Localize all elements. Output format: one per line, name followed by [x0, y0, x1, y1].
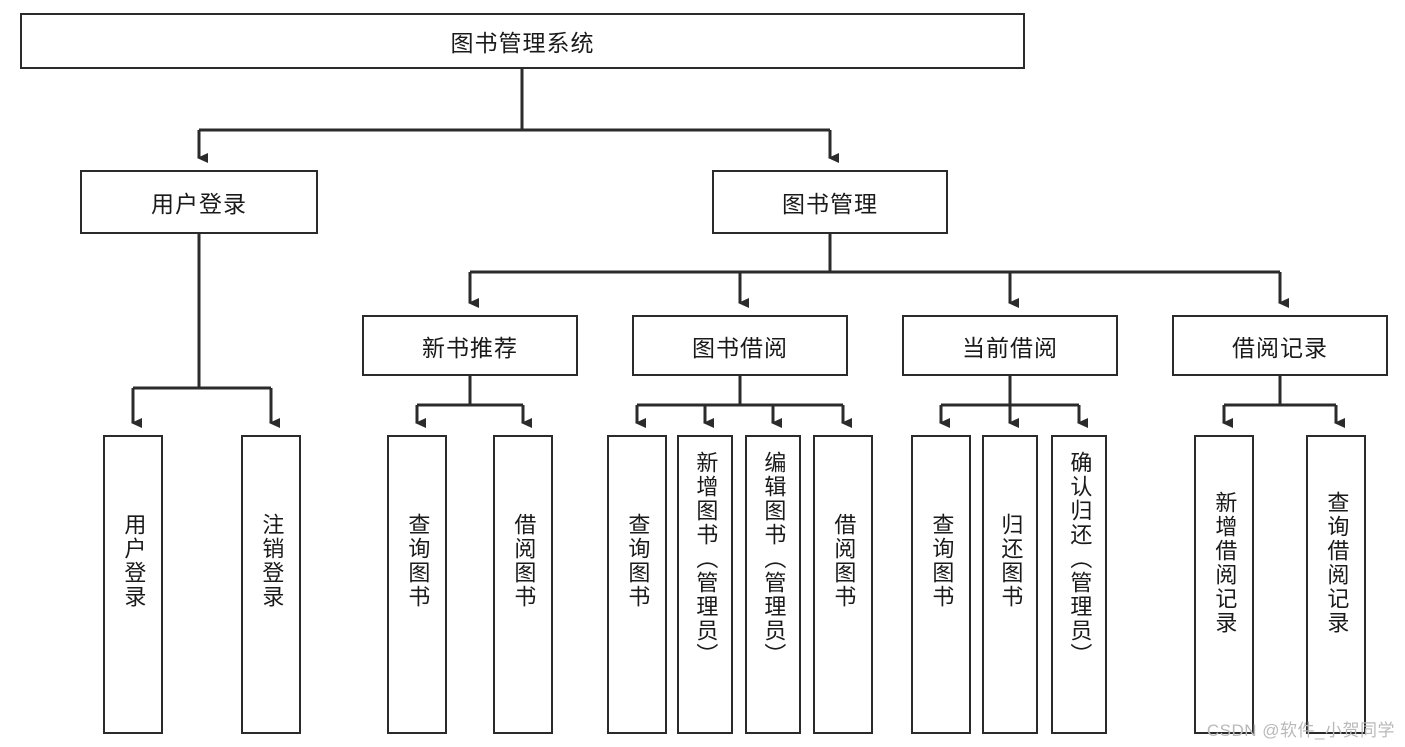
node-leaf-return-book[interactable]: 归还图书 [982, 435, 1038, 734]
node-label: 借阅记录 [1232, 334, 1328, 361]
node-label: 当前借阅 [962, 334, 1058, 361]
node-label: 借阅图书 [511, 513, 537, 609]
node-label: 借阅图书 [831, 513, 857, 609]
node-label: 新增借阅记录 [1212, 491, 1238, 635]
node-borrow-record[interactable]: 借阅记录 [1172, 315, 1388, 376]
node-label: 新书推荐 [422, 334, 518, 361]
node-label: 图书管理系统 [450, 30, 595, 56]
node-leaf-borrow-book[interactable]: 借阅图书 [813, 435, 873, 734]
node-book-borrow[interactable]: 图书借阅 [632, 315, 848, 376]
node-label: 用户登录 [121, 513, 147, 609]
node-root-book-management-system[interactable]: 图书管理系统 [20, 13, 1025, 69]
node-label: 查询图书 [405, 513, 431, 609]
node-label: 图书借阅 [692, 334, 788, 361]
node-leaf-add-borrow-record[interactable]: 新增借阅记录 [1194, 435, 1254, 734]
node-leaf-query-book-recommend[interactable]: 查询图书 [387, 435, 447, 734]
node-leaf-query-book-current[interactable]: 查询图书 [911, 435, 971, 734]
node-current-borrow[interactable]: 当前借阅 [902, 315, 1118, 376]
node-label: 归还图书 [998, 513, 1024, 609]
node-label: 图书管理 [782, 191, 878, 217]
node-leaf-edit-book-admin[interactable]: 编辑图书（管理员） [745, 435, 801, 734]
node-label: 编辑图书（管理员） [761, 451, 787, 667]
node-label: 确认归还（管理员） [1067, 451, 1093, 667]
node-new-book-recommend[interactable]: 新书推荐 [362, 315, 578, 376]
node-leaf-query-borrow-record[interactable]: 查询借阅记录 [1306, 435, 1366, 734]
node-label: 注销登录 [259, 513, 285, 609]
node-leaf-user-login[interactable]: 用户登录 [103, 435, 163, 734]
node-leaf-borrow-book-recommend[interactable]: 借阅图书 [493, 435, 553, 734]
node-label: 查询图书 [929, 513, 955, 609]
node-leaf-confirm-return-admin[interactable]: 确认归还（管理员） [1051, 435, 1107, 734]
node-leaf-logout[interactable]: 注销登录 [241, 435, 301, 734]
node-label: 查询借阅记录 [1324, 491, 1350, 635]
node-book-management[interactable]: 图书管理 [712, 170, 948, 234]
node-label: 用户登录 [151, 191, 247, 217]
node-leaf-query-book-borrow[interactable]: 查询图书 [607, 435, 667, 734]
node-leaf-add-book-admin[interactable]: 新增图书（管理员） [677, 435, 733, 734]
node-label: 新增图书（管理员） [693, 451, 719, 667]
node-user-login[interactable]: 用户登录 [80, 170, 318, 234]
node-label: 查询图书 [625, 513, 651, 609]
